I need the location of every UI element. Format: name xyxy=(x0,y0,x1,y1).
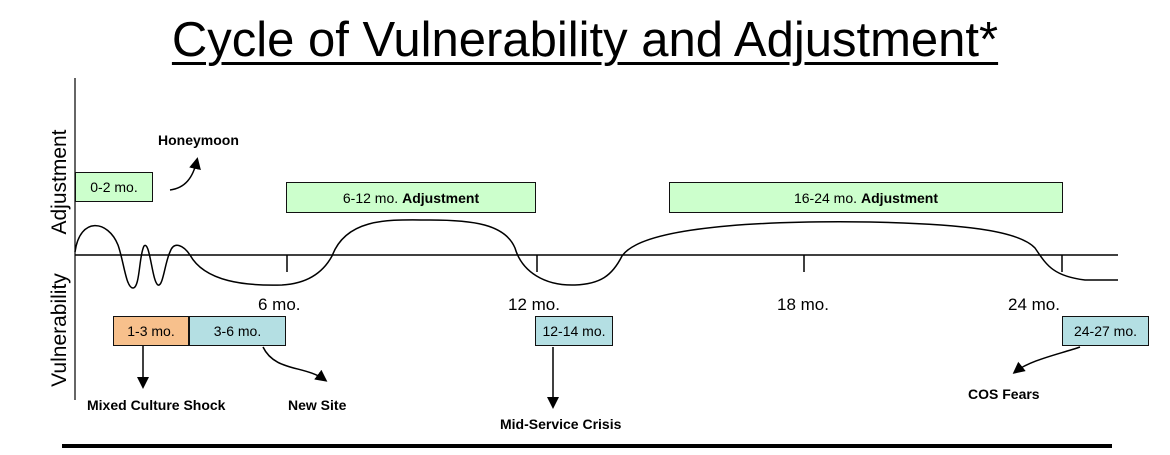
diagram-title: Cycle of Vulnerability and Adjustment* xyxy=(171,13,999,67)
tick-label-24mo: 24 mo. xyxy=(1008,295,1060,314)
box-24-27-months: 24-27 mo. xyxy=(1062,316,1149,346)
box-16-24-bold-label: Adjustment xyxy=(861,189,939,206)
box-16-24-label: 16-24 mo. xyxy=(793,189,858,206)
arrow-cos-fears xyxy=(1012,346,1081,374)
box-6-12-label: 6-12 mo. xyxy=(342,189,399,206)
box-6-12-bold-label: Adjustment xyxy=(402,189,480,206)
box-0-2-months: 0-2 mo. xyxy=(75,172,153,202)
box-1-3-label: 1-3 mo. xyxy=(127,323,175,339)
label-mixed-culture-shock: Mixed Culture Shock xyxy=(87,397,226,413)
label-honeymoon: Honeymoon xyxy=(158,132,239,148)
box-3-6-months: 3-6 mo. xyxy=(189,316,286,346)
tick-label-6mo: 6 mo. xyxy=(258,295,301,314)
tick-label-18mo: 18 mo. xyxy=(777,295,829,314)
box-1-3-months: 1-3 mo. xyxy=(113,316,189,346)
box-0-2-label: 0-2 mo. xyxy=(90,179,138,195)
arrow-honeymoon xyxy=(169,157,201,191)
label-cos-fears: COS Fears xyxy=(968,386,1040,402)
arrow-new-site xyxy=(262,346,328,382)
tick-label-12mo: 12 mo. xyxy=(508,295,560,314)
box-3-6-label: 3-6 mo. xyxy=(213,323,262,339)
box-24-27-label: 24-27 mo. xyxy=(1073,323,1138,339)
label-mid-service-crisis: Mid-Service Crisis xyxy=(500,416,622,432)
box-12-14-months: 12-14 mo. xyxy=(535,316,613,346)
box-16-24-adjustment: 16-24 mo.Adjustment xyxy=(669,182,1063,213)
label-new-site: New Site xyxy=(288,397,347,413)
cycle-curve xyxy=(74,219,1118,289)
box-12-14-label: 12-14 mo. xyxy=(542,323,606,339)
box-6-12-adjustment: 6-12 mo.Adjustment xyxy=(286,182,536,213)
